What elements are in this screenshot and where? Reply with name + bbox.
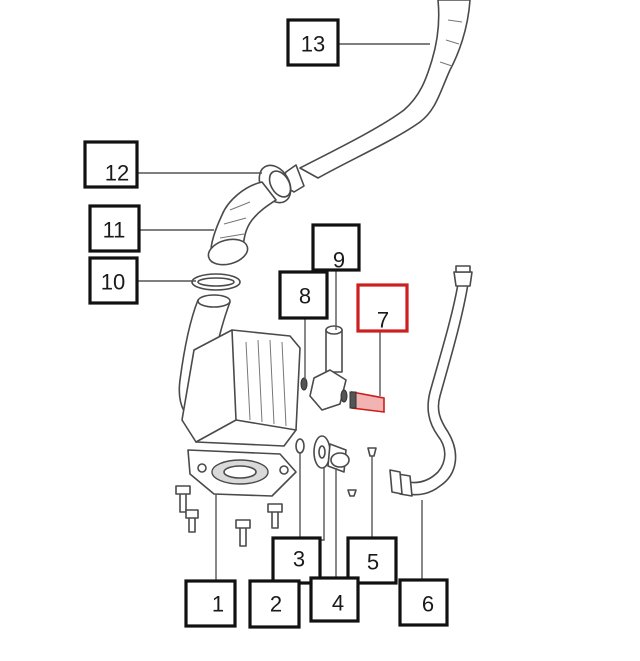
small-screw-part[interactable] bbox=[347, 447, 377, 497]
callout-5-label: 5 bbox=[367, 550, 379, 575]
callout-4: 4 bbox=[309, 576, 360, 623]
callout-1: 1 bbox=[184, 579, 237, 628]
gasket-part[interactable] bbox=[295, 438, 305, 454]
callout-13: 13 bbox=[286, 18, 340, 67]
callout-11: 11 bbox=[88, 204, 141, 253]
callout-5: 5 bbox=[346, 536, 398, 585]
callout-2: 2 bbox=[248, 579, 301, 629]
callout-12-label: 12 bbox=[105, 161, 129, 186]
callout-9: 9 bbox=[311, 223, 361, 273]
callout-2-label: 2 bbox=[270, 592, 282, 617]
callout-9-label: 9 bbox=[333, 248, 345, 273]
egr-valve-body-part[interactable] bbox=[178, 294, 301, 497]
washer-part[interactable] bbox=[300, 377, 308, 391]
callout-13-label: 13 bbox=[301, 32, 325, 57]
callout-11-label: 11 bbox=[103, 218, 126, 243]
callout-6: 6 bbox=[398, 578, 449, 627]
flange-fitting-part[interactable] bbox=[313, 435, 350, 473]
mounting-bolts-part[interactable] bbox=[175, 485, 283, 547]
callout-10: 10 bbox=[88, 256, 139, 305]
callout-7-label: 7 bbox=[377, 308, 389, 333]
elbow-hose-part[interactable] bbox=[206, 181, 277, 269]
callout-8: 8 bbox=[278, 270, 329, 320]
callout-1-label: 1 bbox=[212, 592, 224, 617]
callout-12: 12 bbox=[83, 140, 139, 189]
sensor-bolt-part-highlighted[interactable] bbox=[340, 389, 385, 413]
lower-clamp-part[interactable] bbox=[191, 273, 241, 291]
callout-3-label: 3 bbox=[293, 547, 305, 572]
callout-6-label: 6 bbox=[422, 592, 434, 617]
callout-10-label: 10 bbox=[101, 270, 125, 295]
callout-7-highlighted: 7 bbox=[356, 283, 409, 333]
egr-pipe-part[interactable] bbox=[389, 265, 473, 497]
callout-3: 3 bbox=[271, 536, 322, 585]
callout-8-label: 8 bbox=[299, 284, 311, 309]
union-fitting-part[interactable] bbox=[309, 325, 347, 411]
callout-4-label: 4 bbox=[332, 591, 344, 616]
